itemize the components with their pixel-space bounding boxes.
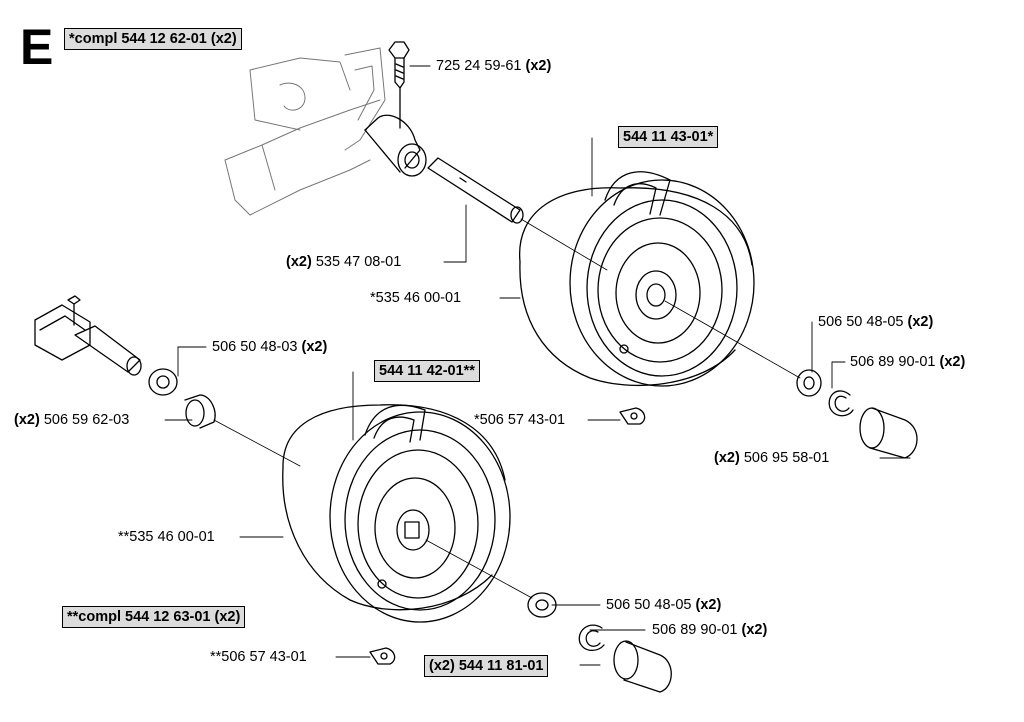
label-axle-pin: (x2) 535 47 08-01 [286,253,401,271]
part-qty: (x2) [286,254,312,270]
label-wheel-upper: 544 11 43-01* [618,126,719,148]
part-number: 506 50 48-05 [818,314,904,330]
part-qty: (x2) [939,354,966,370]
part-number: 506 95 58-01 [743,450,830,466]
part-number: 506 89 90-01 [850,354,936,370]
frame-upper-drawing [224,47,386,216]
label-clip-right-lower: 506 89 90-01 (x2) [652,621,767,639]
valve-lower-drawing [369,647,396,665]
axle-tube-upper-drawing [364,114,427,177]
label-compl-upper: *compl 544 12 62-01 (x2) [64,28,242,50]
hardware-upper-right-drawing [796,369,918,459]
label-compl-lower: **compl 544 12 63-01 (x2) [62,606,246,628]
section-letter: E [20,19,54,75]
label-tire-lower: **535 46 00-01 [118,528,215,546]
label-valve-upper: *506 57 43-01 [474,411,565,429]
part-number: 506 89 90-01 [652,622,738,638]
part-qty: (x2) [907,314,934,330]
part-number: *506 57 43-01 [474,412,566,428]
part-number: **535 46 00-01 [118,529,215,545]
label-washer-left: 506 50 48-03 (x2) [212,338,327,356]
part-number: 506 50 48-03 [212,339,298,355]
label-cap-lower: (x2) 544 11 81-01 [424,655,549,677]
part-qty: (x2) [695,597,722,613]
part-number: 506 50 48-05 [606,597,692,613]
label-bushing-left: (x2) 506 59 62-03 [14,411,129,429]
part-number: **506 57 43-01 [210,649,307,665]
label-cap-upper: (x2) 506 95 58-01 [714,449,829,467]
label-wheel-lower: 544 11 42-01** [374,360,480,382]
part-qty: (x2) [301,339,328,355]
bolt-drawing [388,41,410,129]
wheel-upper-drawing [519,171,801,387]
part-qty: (x2) [741,622,768,638]
label-clip-right-upper: 506 89 90-01 (x2) [850,353,965,371]
label-washer-right-upper: 506 50 48-05 (x2) [818,313,933,331]
label-washer-right-lower: 506 50 48-05 (x2) [606,596,721,614]
axle-pin-drawing [427,157,608,271]
label-tire-upper: *535 46 00-01 [370,289,461,307]
leader-lines [164,65,911,666]
part-number: 535 47 08-01 [315,254,402,270]
part-qty: (x2) [525,58,552,74]
part-number: *535 46 00-01 [370,290,462,306]
wheel-lower-drawing [282,404,533,623]
part-qty: (x2) [714,450,740,466]
valve-upper-drawing [619,407,646,425]
label-valve-lower: **506 57 43-01 [210,648,307,666]
part-number: 725 24 59-61 [436,58,522,74]
part-number: 506 59 62-03 [43,412,130,428]
axle-lower-left-drawing [34,295,301,467]
part-qty: (x2) [14,412,40,428]
label-bolt: 725 24 59-61 (x2) [436,57,551,75]
